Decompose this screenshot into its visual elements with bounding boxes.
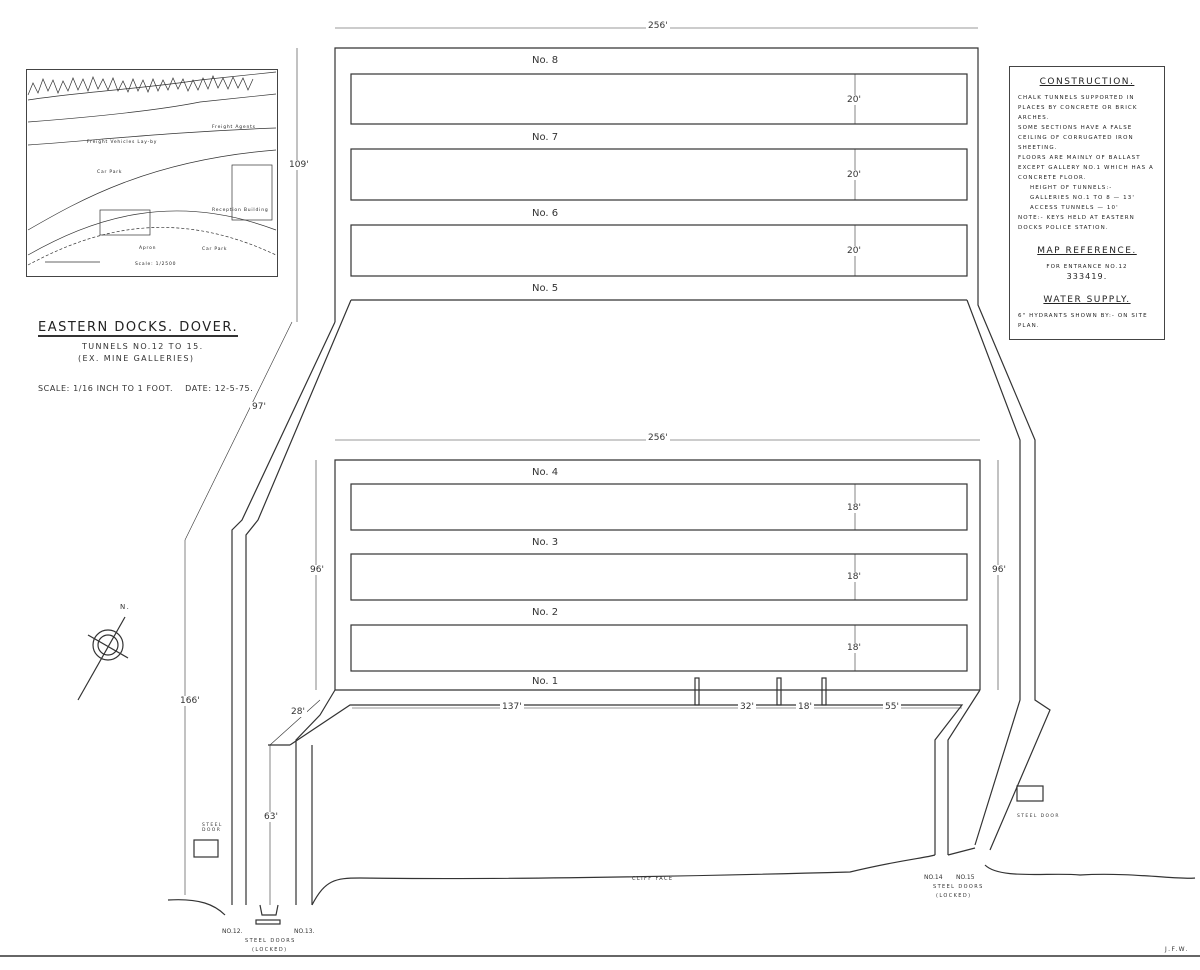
- gallery-1-stub: [776, 677, 782, 706]
- gallery-4: [350, 483, 968, 531]
- dimension-label: 32': [738, 702, 756, 712]
- lower-block-outline: [334, 459, 981, 690]
- entrance-label: No.13.: [294, 928, 315, 935]
- right-access-inner-wall: [966, 299, 1021, 846]
- drawing-scale: SCALE: 1/16 INCH TO 1 FOOT.: [38, 384, 174, 393]
- inset-map-drawing: [27, 71, 277, 266]
- construction-heading: CONSTRUCTION.: [1039, 77, 1135, 87]
- gallery-3: [350, 553, 968, 601]
- drawing-subtitle: TUNNELS No.12 to 15.: [82, 342, 204, 351]
- steel-door-chamber-left: [193, 839, 219, 858]
- note-line: Access tunnels — 10': [1030, 205, 1119, 211]
- dimension-label: 20': [845, 95, 863, 105]
- dimension-label: 20': [845, 246, 863, 256]
- gallery-label: No. 3: [532, 537, 559, 548]
- gallery-6: [350, 224, 968, 277]
- dimension-label: 97': [250, 402, 268, 412]
- note-line: Height of tunnels:-: [1030, 185, 1113, 191]
- dimension-label: 96': [308, 565, 326, 575]
- gallery-label: No. 6: [532, 208, 559, 219]
- locked-label: (LOCKED): [252, 947, 288, 953]
- gallery-label: No. 1: [532, 676, 559, 687]
- gallery-1-stub: [694, 677, 700, 706]
- inset-label: Freight Vehicles Lay-by: [87, 140, 158, 145]
- dimension-label: 137': [500, 702, 524, 712]
- dimension-label: 18': [845, 643, 863, 653]
- drawing-date: DATE: 12-5-75.: [185, 384, 254, 393]
- steel-door-label: STEEL DOOR: [1017, 814, 1060, 819]
- water-supply-text: 6" hydrants shown by:- on site plan.: [1018, 313, 1148, 329]
- entrance-label: No.15: [956, 874, 975, 881]
- upper-block-outline: [334, 47, 1051, 851]
- note-line: Some sections have a false ceiling of co…: [1018, 125, 1134, 151]
- steel-door-chamber-right: [1016, 785, 1044, 802]
- dimension-label: 18': [845, 572, 863, 582]
- dimension-label: 18': [796, 702, 814, 712]
- dimension-label: 55': [883, 702, 901, 712]
- entrance-14-wall: [947, 689, 981, 855]
- steel-door-bar: [255, 919, 281, 925]
- gallery-8: [350, 73, 968, 125]
- gallery-7: [350, 148, 968, 201]
- drawing-subtitle: (EX. MINE GALLERIES): [78, 354, 195, 363]
- entrance-label: No.12.: [222, 928, 243, 935]
- map-reference-heading: MAP REFERENCE.: [1037, 246, 1137, 256]
- gallery-label: No. 4: [532, 467, 559, 478]
- construction-notes: CONSTRUCTION. Chalk tunnels supported in…: [1009, 66, 1165, 340]
- gallery-label: No. 2: [532, 607, 559, 618]
- left-access-inner-wall: [245, 299, 352, 905]
- cliff-face-line: [167, 847, 1196, 916]
- note-line: Note:- Keys held at Eastern Docks Police…: [1018, 215, 1135, 231]
- map-reference-value: 333419.: [1066, 272, 1108, 281]
- left-access-outer-wall: [231, 321, 336, 905]
- entrance-label: No.14: [924, 874, 943, 881]
- note-line: Floors are mainly of ballast except gall…: [1018, 155, 1154, 181]
- gallery-1-stub: [821, 677, 827, 706]
- gallery-2: [350, 624, 968, 672]
- cliff-face-label: CLIFF FACE: [632, 876, 674, 882]
- steel-door-label: STEEL DOOR: [202, 823, 223, 833]
- dimension-label: 28': [289, 707, 307, 717]
- gallery-label: No. 7: [532, 132, 559, 143]
- dimension-label: 20': [845, 170, 863, 180]
- inset-label: Apron: [139, 246, 157, 251]
- gallery-label: No. 8: [532, 55, 559, 66]
- dimension-label: 18': [845, 503, 863, 513]
- gallery-label: No. 5: [532, 283, 559, 294]
- inset-site-map: Car Park Car Park Apron Freight Vehicles…: [26, 69, 278, 277]
- north-compass-icon: [77, 616, 129, 701]
- locked-label: (LOCKED): [936, 893, 972, 899]
- entrance-63-plinth: [259, 904, 279, 916]
- north-label: N.: [120, 603, 131, 611]
- gallery-1-bottom: [289, 704, 964, 855]
- inset-label: Scale: 1/2500: [135, 262, 177, 267]
- drawing-title: EASTERN DOCKS. DOVER.: [38, 320, 239, 337]
- steel-doors-label: STEEL DOORS: [933, 884, 984, 890]
- scale-date-row: SCALE: 1/16 INCH TO 1 FOOT. DATE: 12-5-7…: [38, 384, 253, 393]
- dimension-label: 166': [178, 696, 202, 706]
- left-entrance-walls: [295, 689, 336, 905]
- inset-label: Car Park: [97, 170, 123, 175]
- dimension-label: 109': [287, 160, 311, 170]
- drafter-initials: J.F.W.: [1165, 946, 1189, 953]
- map-reference-text: For entrance No.12: [1046, 264, 1128, 270]
- note-line: Galleries No.1 to 8 — 13': [1030, 195, 1135, 201]
- dimension-label: 63': [262, 812, 280, 822]
- dimension-label: 96': [990, 565, 1008, 575]
- inset-label: Freight Agents: [212, 125, 256, 130]
- water-supply-heading: WATER SUPPLY.: [1043, 295, 1131, 305]
- inset-label: Car Park: [202, 247, 228, 252]
- steel-doors-label: STEEL DOORS: [245, 938, 296, 944]
- dimension-label: 256': [646, 21, 670, 31]
- inset-label: Reception Building: [212, 208, 269, 213]
- dimension-label: 256': [646, 433, 670, 443]
- note-line: Chalk tunnels supported in places by con…: [1018, 95, 1138, 121]
